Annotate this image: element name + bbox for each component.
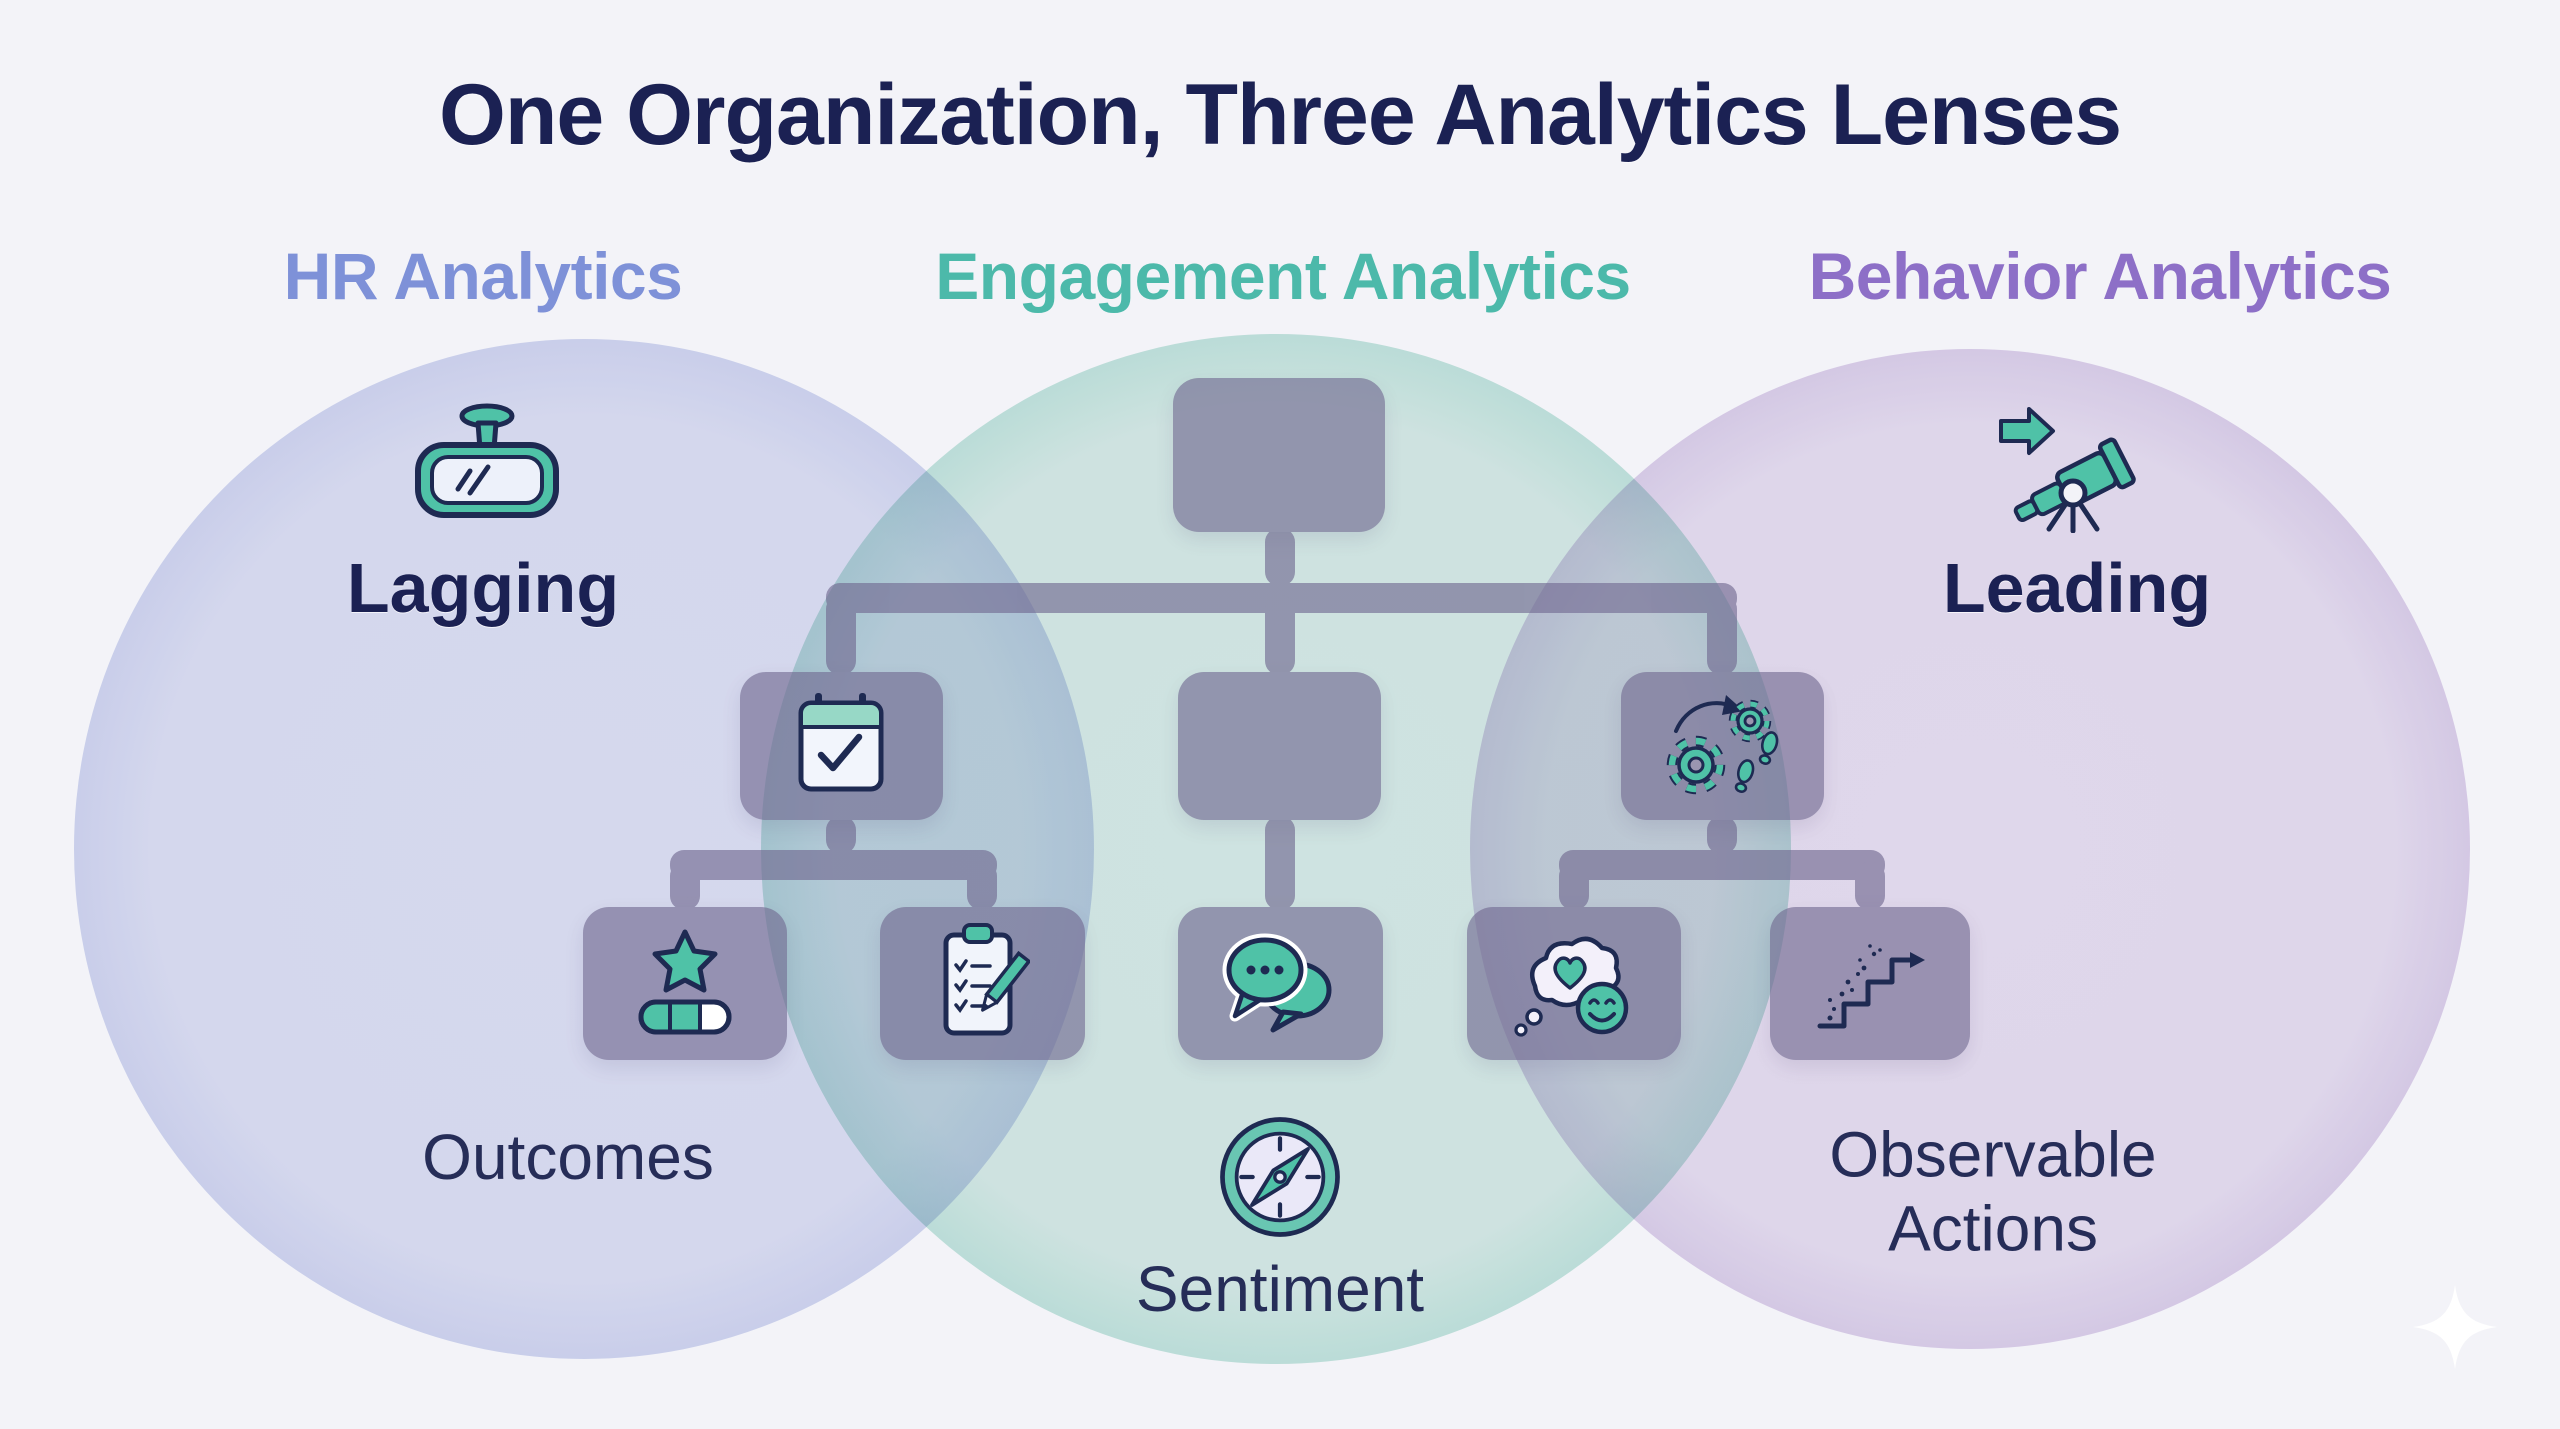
gear-small: [1728, 699, 1772, 743]
leading-label: Leading: [1942, 549, 2212, 627]
gears-footprints-icon: [1666, 695, 1779, 795]
heart: [1553, 956, 1587, 990]
org-node-center-branch: [1178, 672, 1381, 820]
sentiment-label: Sentiment: [1135, 1253, 1425, 1326]
stairs-arrow-icon: [1817, 944, 1925, 1029]
org-connector: [1559, 862, 1589, 910]
smiley-face: [1575, 981, 1629, 1035]
telescope-arrow-icon: [1999, 407, 2136, 533]
org-connector: [1265, 528, 1295, 586]
sparkle-icon: [2412, 1284, 2498, 1370]
org-connector: [670, 862, 700, 910]
lens-header-hr: HR Analytics: [283, 239, 683, 313]
pencil: [981, 950, 1030, 1012]
org-connector: [1559, 850, 1885, 880]
observable-actions-label: Observable Actions: [1829, 1118, 2157, 1264]
org-connector: [1707, 816, 1737, 854]
star-progress-icon: [638, 929, 732, 1035]
org-connector: [826, 816, 856, 854]
org-connector: [1855, 862, 1885, 910]
thought-smiley-icon: [1514, 936, 1629, 1037]
footstep-dots: [1827, 944, 1882, 1021]
compass-icon: [1220, 1117, 1340, 1237]
footprint-left: [1734, 759, 1755, 793]
org-connector: [1265, 595, 1295, 675]
org-connector: [1707, 595, 1737, 675]
behavior-analytics-circle: [1470, 349, 2470, 1349]
gear-large: [1666, 735, 1726, 795]
rearview-mirror-icon: [415, 403, 559, 518]
clipboard-checklist-icon: [943, 923, 1030, 1036]
org-connector: [1265, 816, 1295, 910]
org-node-behavior-branch: [1621, 672, 1824, 820]
lens-header-engagement: Engagement Analytics: [935, 239, 1631, 313]
lagging-label: Lagging: [346, 549, 620, 627]
outcomes-label: Outcomes: [422, 1121, 714, 1194]
chat-bubble-front: [1222, 933, 1308, 1022]
chat-bubbles-icon: [1222, 933, 1332, 1033]
org-connector: [670, 850, 997, 880]
lens-header-behavior: Behavior Analytics: [1808, 239, 2392, 313]
org-connector: [826, 595, 856, 675]
calendar-check-icon: [798, 693, 884, 792]
org-node-root: [1173, 378, 1385, 532]
org-connector: [967, 862, 997, 910]
footprint-right: [1758, 731, 1779, 765]
page-title: One Organization, Three Analytics Lenses: [438, 67, 2122, 163]
